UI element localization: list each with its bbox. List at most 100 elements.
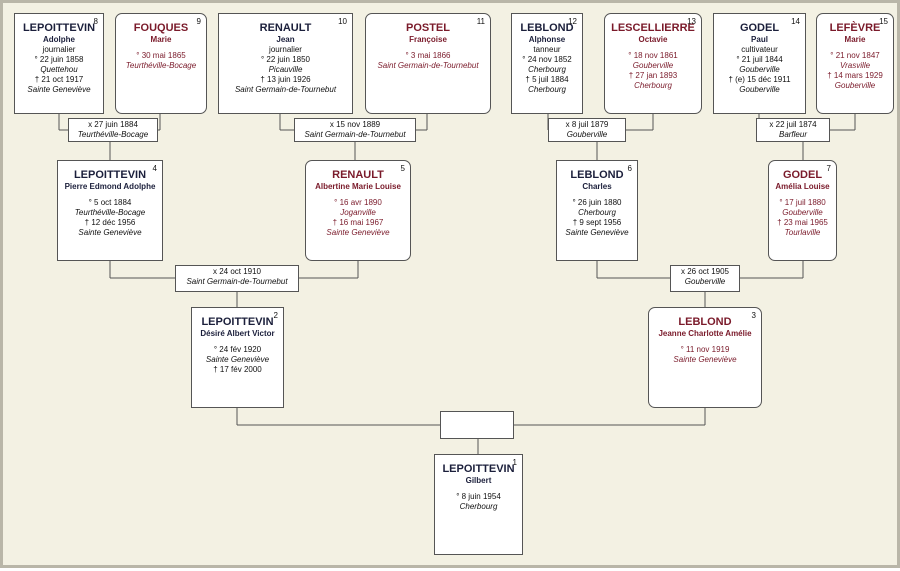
marriage-date: x 22 juil 1874: [769, 120, 817, 129]
person-given-names: Gilbert: [465, 476, 492, 485]
event-date: † 17 fév 2000: [213, 365, 262, 374]
marriage-place: Gouberville: [566, 130, 608, 139]
event-place: Teurthéville-Bocage: [125, 61, 197, 70]
person-surname: POSTEL: [405, 22, 450, 34]
event-date: ° 5 oct 1884: [88, 198, 132, 207]
person-given-names: Octavie: [638, 35, 668, 44]
event-date: ° 21 juil 1844: [736, 55, 783, 64]
event-date: † 23 mai 1965: [777, 218, 828, 227]
person-given-names: Adolphe: [43, 35, 75, 44]
person-number: 9: [196, 17, 201, 26]
person-given-names: Albertine Marie Louise: [315, 182, 401, 191]
person-given-names: Françoise: [409, 35, 447, 44]
person-number: 5: [400, 164, 405, 173]
person-number: 15: [879, 17, 888, 26]
event-place: Cherbourg: [634, 81, 672, 90]
event-place: Picauville: [268, 65, 303, 74]
person-number: 7: [826, 164, 831, 173]
event-date: ° 22 juin 1850: [260, 55, 310, 64]
event-date: † 14 mars 1929: [827, 71, 883, 80]
person-occupation: journalier: [42, 45, 76, 54]
person-occupation: journalier: [269, 45, 302, 54]
person-number: 6: [627, 164, 632, 173]
person-surname: GODEL: [782, 169, 823, 181]
event-place: Tourlaville: [784, 228, 821, 237]
event-date: ° 3 mai 1866: [405, 51, 451, 60]
person-surname: LEBLOND: [678, 316, 732, 328]
event-place: Gouberville: [782, 208, 823, 217]
event-date: ° 17 juil 1880: [779, 198, 826, 207]
event-place: Gouberville: [739, 85, 780, 94]
marriage-place: Gouberville: [684, 277, 726, 286]
marriage-date: x 8 juil 1879: [565, 120, 609, 129]
event-date: ° 16 avr 1890: [334, 198, 382, 207]
event-date: ° 18 nov 1861: [628, 51, 678, 60]
event-place: Cherbourg: [528, 65, 566, 74]
person-number: 8: [93, 17, 98, 26]
event-place: Cherbourg: [578, 208, 616, 217]
person-surname: LEPOITTEVIN: [442, 463, 515, 475]
event-date: ° 24 fév 1920: [213, 345, 262, 354]
marriage-date: x 15 nov 1889: [329, 120, 381, 129]
person-surname: RENAULT: [259, 22, 312, 34]
event-place: Vrasville: [839, 61, 871, 70]
marriage-date: x 26 oct 1905: [680, 267, 730, 276]
event-place: Sainte Geneviève: [78, 228, 142, 237]
person-number: 3: [751, 311, 756, 320]
event-place: Cherbourg: [528, 85, 566, 94]
person-surname: LEPOITTEVIN: [22, 22, 96, 34]
person-surname: LESCELLIERRE: [611, 22, 695, 34]
marriage-place: Barfleur: [778, 130, 807, 139]
person-number: 13: [687, 17, 696, 26]
event-date: † 16 mai 1967: [332, 218, 384, 227]
person-number: 4: [152, 164, 157, 173]
person-number: 14: [791, 17, 800, 26]
event-date: † (e) 15 déc 1911: [728, 75, 791, 84]
event-place: Gouberville: [632, 61, 674, 70]
person-surname: GODEL: [739, 22, 780, 34]
event-date: † 12 déc 1956: [84, 218, 136, 227]
event-place: Sainte Geneviève: [27, 85, 91, 94]
person-surname: LEFÈVRE: [829, 22, 881, 34]
event-date: ° 8 juin 1954: [456, 492, 501, 501]
person-surname: LEBLOND: [520, 22, 574, 34]
person-number: 10: [338, 17, 347, 26]
person-surname: LEPOITTEVIN: [73, 169, 147, 181]
person-surname: LEBLOND: [570, 169, 624, 181]
event-date: † 13 juin 1926: [260, 75, 311, 84]
event-date: † 5 juil 1884: [525, 75, 569, 84]
event-place: Saint Germain-de-Tournebut: [377, 61, 479, 70]
person-given-names: Charles: [582, 182, 612, 191]
person-number: 11: [476, 17, 485, 26]
person-number: 1: [512, 458, 517, 467]
person-given-names: Désiré Albert Victor: [200, 329, 275, 338]
person-given-names: Jeanne Charlotte Amélie: [658, 329, 752, 338]
person-given-names: Pierre Edmond Adolphe: [64, 182, 156, 191]
person-number: 12: [568, 17, 577, 26]
event-place: Quettehou: [40, 65, 78, 74]
marriage-place: Saint Germain-de-Tournebut: [304, 130, 406, 139]
event-date: † 21 oct 1917: [34, 75, 84, 84]
event-date: ° 24 nov 1852: [522, 55, 572, 64]
event-date: † 9 sept 1956: [572, 218, 622, 227]
